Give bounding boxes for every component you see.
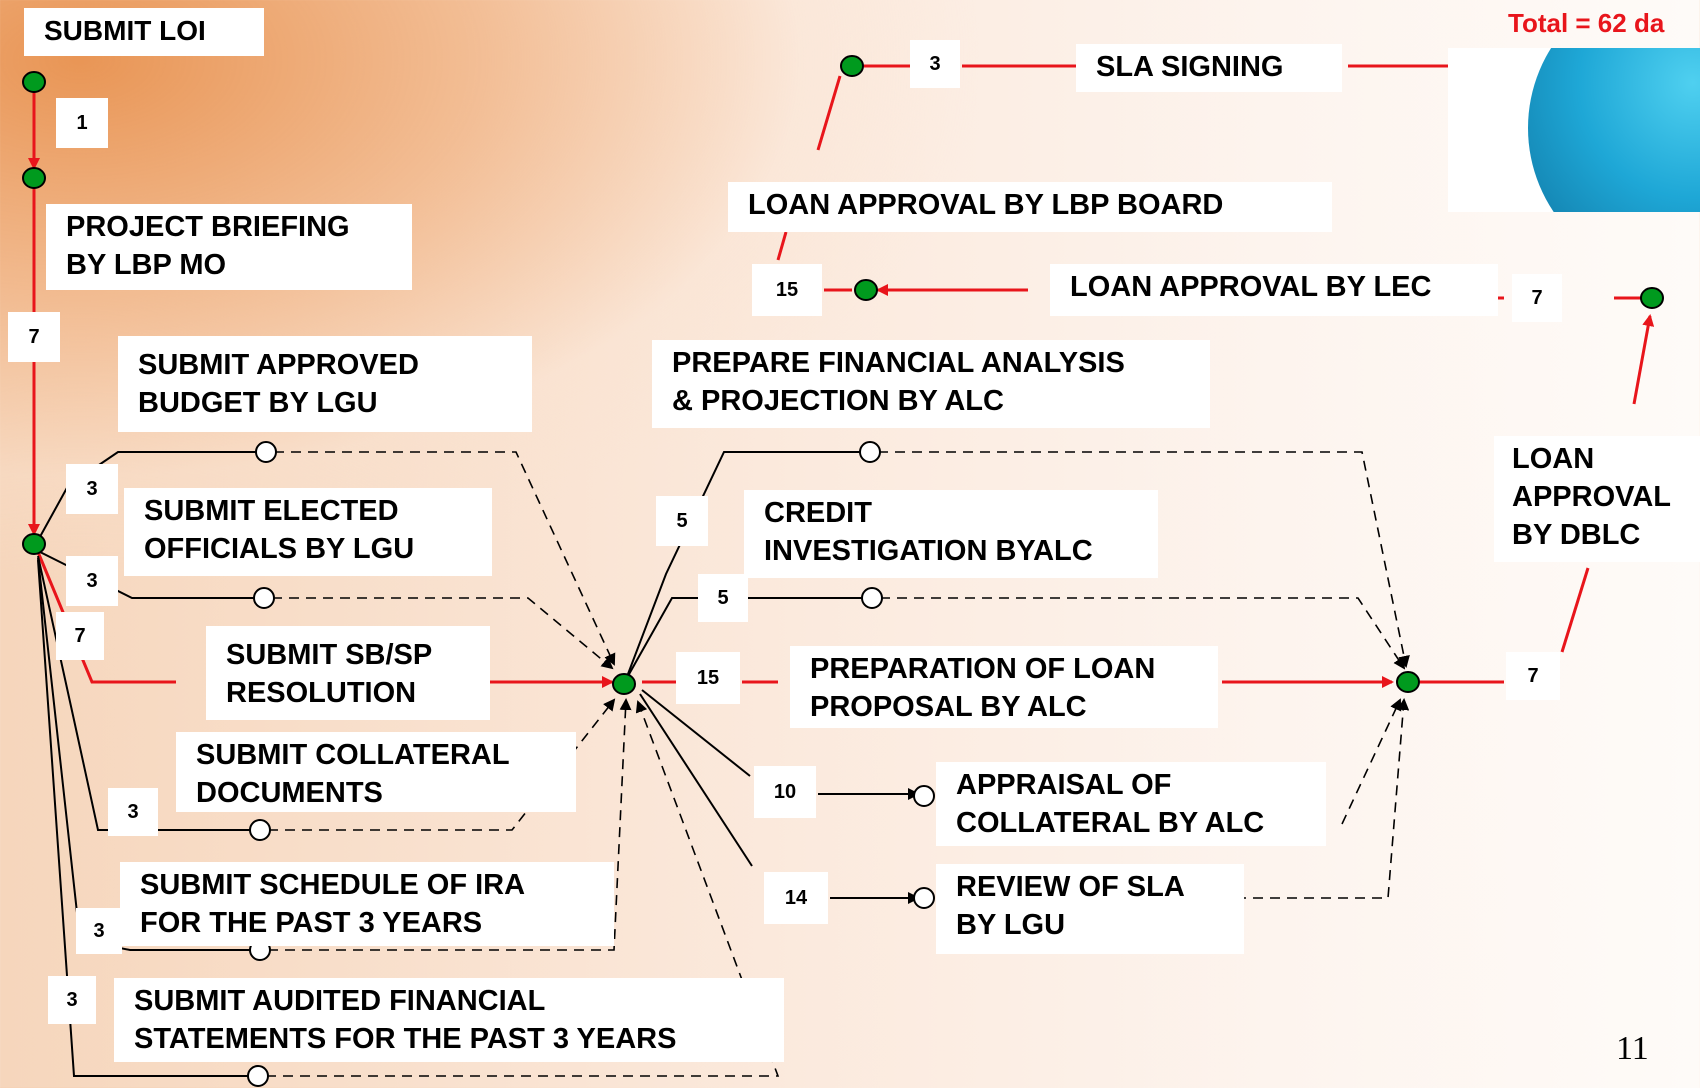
duration-collateral: 3 <box>108 788 158 836</box>
step-loan-lec: LOAN APPROVAL BY LEC <box>1050 264 1498 316</box>
step-credit-investigation: CREDIT INVESTIGATION BYALC <box>744 490 1158 578</box>
duration-sla: 3 <box>910 40 960 88</box>
step-submit-ira: SUBMIT SCHEDULE OF IRA FOR THE PAST 3 YE… <box>120 862 614 946</box>
node-sla-start <box>840 55 864 77</box>
total-duration-label: Total = 62 da <box>1508 8 1665 38</box>
page-number: 11 <box>1616 1030 1649 1067</box>
step-submit-officials: SUBMIT ELECTED OFFICIALS BY LGU <box>124 488 492 576</box>
duration-credit: 5 <box>698 574 748 622</box>
duration-dblc: 7 <box>1506 652 1560 700</box>
step-submit-resolution: SUBMIT SB/SP RESOLUTION <box>206 626 490 720</box>
node-board <box>854 279 878 301</box>
step-sla-signing: SLA SIGNING <box>1076 44 1342 92</box>
duration-board: 15 <box>752 264 822 316</box>
step-submit-audited: SUBMIT AUDITED FINANCIAL STATEMENTS FOR … <box>114 978 784 1062</box>
node-lec <box>1640 287 1664 309</box>
step-loan-dblc: LOAN APPROVAL BY DBLC <box>1494 436 1700 562</box>
duration-briefing: 7 <box>8 312 60 362</box>
step-submit-budget: SUBMIT APPROVED BUDGET BY LGU <box>118 336 532 432</box>
step-loan-proposal: PREPARATION OF LOAN PROPOSAL BY ALC <box>790 646 1218 728</box>
duration-lec: 7 <box>1512 274 1562 322</box>
node-merge-b <box>1396 671 1420 693</box>
decorative-sphere <box>1448 48 1700 212</box>
node-submissions <box>22 533 46 555</box>
critical-path <box>28 60 1655 688</box>
step-loan-board: LOAN APPROVAL BY LBP BOARD <box>728 182 1332 232</box>
duration-appraisal: 10 <box>754 766 816 818</box>
duration-ira: 3 <box>76 908 122 954</box>
step-submit-collateral: SUBMIT COLLATERAL DOCUMENTS <box>176 732 576 812</box>
duration-proposal: 15 <box>676 652 740 704</box>
step-financial-analysis: PREPARE FINANCIAL ANALYSIS & PROJECTION … <box>652 340 1210 428</box>
duration-loi: 1 <box>56 98 108 148</box>
duration-resolution: 7 <box>56 612 104 660</box>
step-review-sla: REVIEW OF SLA BY LGU <box>936 864 1244 954</box>
duration-review: 14 <box>764 872 828 924</box>
step-project-briefing: PROJECT BRIEFING BY LBP MO <box>46 204 412 290</box>
node-start <box>22 71 46 93</box>
dashed-branches <box>266 451 1410 1077</box>
step-submit-loi: SUBMIT LOI <box>24 8 264 56</box>
duration-budget: 3 <box>66 464 118 514</box>
step-appraisal: APPRAISAL OF COLLATERAL BY ALC <box>936 762 1326 846</box>
node-briefing <box>22 167 46 189</box>
duration-financial: 5 <box>656 496 708 546</box>
duration-audited: 3 <box>48 976 96 1024</box>
duration-officials: 3 <box>66 556 118 606</box>
node-merge-a <box>612 673 636 695</box>
